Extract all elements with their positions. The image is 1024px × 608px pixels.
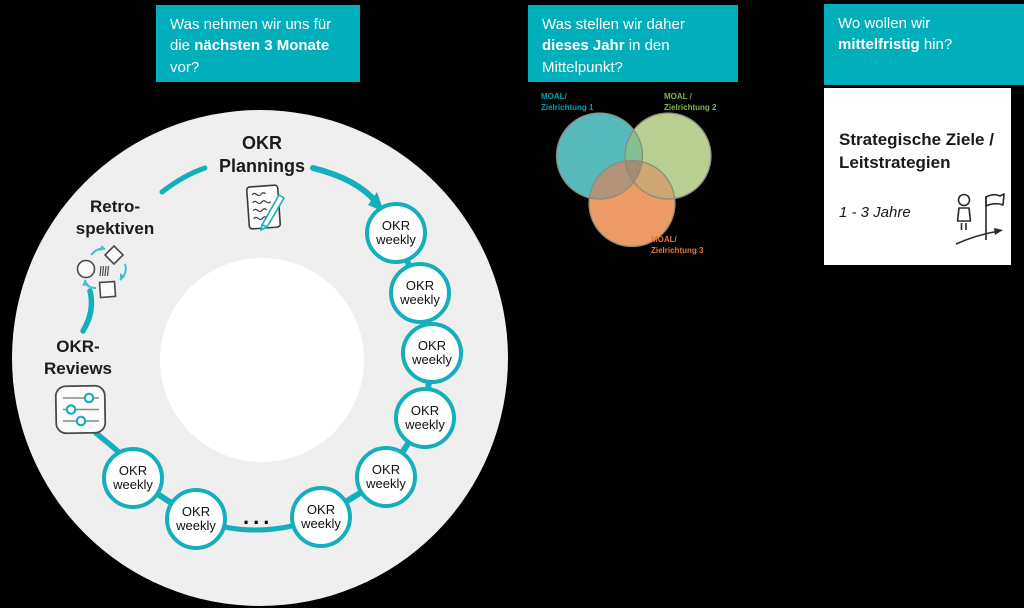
weekly-line2: weekly: [400, 292, 440, 307]
okr-weekly-node-7: OKR weekly: [165, 488, 227, 550]
question-midterm-post: hin?: [919, 36, 953, 54]
plannings-label-line1: OKR: [242, 133, 282, 153]
okr-weekly-node-1: OKR weekly: [365, 202, 427, 264]
venn-label-3: MOAL/ Zielrichtung 3: [651, 235, 703, 257]
strategy-title-line2: Leitstrategien: [839, 152, 951, 172]
person-flag-icon: [955, 193, 1005, 245]
okr-weekly-node-8: OKR weekly: [102, 447, 164, 509]
retro-label: Retro- spektiven: [55, 196, 175, 240]
weekly-ellipsis: ...: [243, 504, 274, 529]
strategy-title-line1: Strategische Ziele /: [839, 130, 994, 149]
venn-label-2: MOAL / Zielrichtung 2: [664, 92, 716, 114]
reviews-label-line1: OKR-: [56, 337, 100, 356]
reviews-label: OKR- Reviews: [18, 336, 138, 380]
okr-weekly-node-6: OKR weekly: [290, 486, 352, 548]
weekly-line2: weekly: [366, 476, 406, 491]
venn-label-3-line2: Zielrichtung 3: [651, 245, 704, 255]
question-box-quarter: Was nehmen wir uns für die nächsten 3 Mo…: [156, 5, 360, 82]
question-quarter-bold: nächsten 3 Monate: [194, 37, 330, 55]
quarter-cycle-ring-hole: [160, 258, 364, 462]
weekly-line1: OKR: [306, 501, 336, 517]
weekly-line2: weekly: [405, 417, 445, 432]
okr-weekly-node-4: OKR weekly: [394, 387, 456, 449]
weekly-line1: OKR: [405, 277, 435, 293]
question-quarter-post: vor?: [170, 58, 200, 76]
question-midterm-bold: mittelfristig: [838, 36, 920, 54]
strategy-timeframe: 1 - 3 Jahre: [839, 204, 911, 221]
question-midterm-pre: Wo wollen wir: [838, 15, 931, 32]
weekly-line1: OKR: [181, 503, 211, 519]
sliders-icon: [54, 384, 107, 435]
cycle-shapes-icon: [76, 244, 127, 299]
question-year-bold: dieses Jahr: [542, 37, 625, 55]
weekly-line1: OKR: [410, 402, 440, 418]
venn-label-2-line2: Zielrichtung 2: [664, 102, 717, 112]
retro-label-line2: spektiven: [75, 218, 155, 238]
notepad-pen-icon: [245, 184, 285, 231]
retro-label-line1: Retro-: [89, 197, 141, 216]
question-year-post: in den Mittelpunkt?: [542, 37, 670, 76]
question-box-midterm: Wo wollen wir mittelfristig hin?: [824, 4, 1024, 85]
reviews-label-line2: Reviews: [43, 358, 113, 378]
question-box-year: Was stellen wir daher dieses Jahr in den…: [528, 5, 738, 82]
okr-weekly-node-5: OKR weekly: [355, 446, 417, 508]
plannings-label: OKR Plannings: [182, 132, 342, 178]
question-year-pre: Was stellen wir daher: [542, 16, 685, 33]
venn-label-2-line1: MOAL /: [664, 92, 692, 101]
weekly-line1: OKR: [371, 461, 401, 477]
weekly-line1: OKR: [417, 337, 447, 353]
weekly-line2: weekly: [176, 518, 216, 533]
okr-weekly-node-2: OKR weekly: [389, 262, 451, 324]
weekly-line1: OKR: [381, 217, 411, 233]
venn-label-1-line1: MOAL/: [541, 92, 567, 101]
strategy-title: Strategische Ziele / Leitstrategien: [839, 129, 1004, 175]
weekly-line2: weekly: [301, 516, 341, 531]
plannings-label-line2: Plannings: [218, 156, 305, 177]
question-quarter-pre: Was nehmen wir uns für die: [170, 16, 332, 55]
weekly-line2: weekly: [113, 477, 153, 492]
venn-label-1-line2: Zielrichtung 1: [541, 102, 594, 112]
weekly-line2: weekly: [412, 352, 452, 367]
year-focus-venn: [555, 112, 712, 248]
venn-label-1: MOAL/ Zielrichtung 1: [541, 92, 593, 114]
okr-weekly-node-3: OKR weekly: [401, 322, 463, 384]
venn-label-3-line1: MOAL/: [651, 235, 677, 244]
weekly-line2: weekly: [376, 232, 416, 247]
weekly-line1: OKR: [118, 462, 148, 478]
